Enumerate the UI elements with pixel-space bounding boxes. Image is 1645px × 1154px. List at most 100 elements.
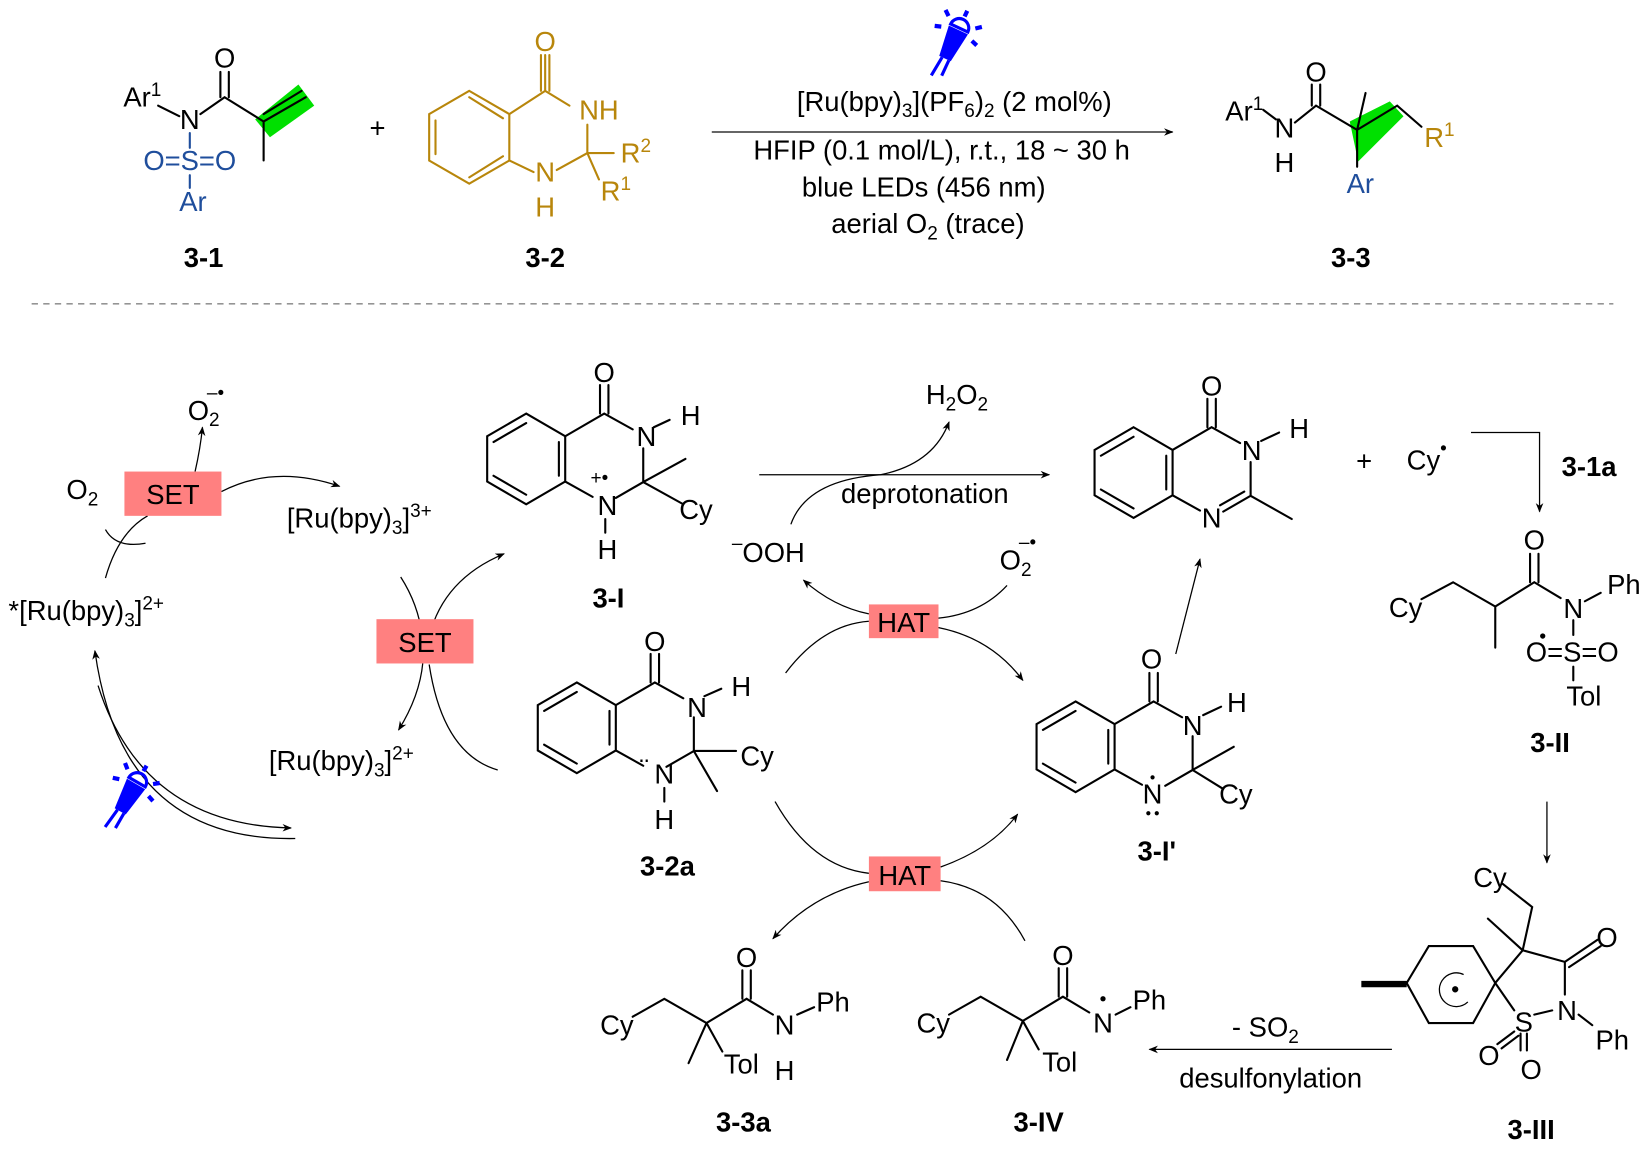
atom-nh: NH [579,94,619,125]
atom-tol: Tol [1042,1047,1077,1078]
atom-o: O [1524,525,1545,556]
atom-cy: Cy [916,1008,950,1039]
atom-ph: Ph [1133,984,1167,1015]
product-3-3a: Cy O N H Ph Tol 3-3a [600,942,850,1138]
atom-n: N [535,157,555,188]
atom-h: H [1289,413,1309,444]
atom-o: O [644,626,665,657]
atom-o: O [1201,371,1222,402]
hat-box [868,856,941,892]
solvent-text: HFIP (0.1 mol/L), r.t., 18 ~ 30 h [753,134,1130,165]
compound-3-3: Ar1 N H O Ar R1 3-3 [1225,56,1454,273]
atom-o: O [1478,1040,1499,1071]
atom-n: N [180,104,200,135]
atom-r1: R1 [601,174,631,207]
quinazolinone-byproduct: O N H N [1093,371,1309,533]
lone-pair-mark: ¨ [640,753,649,784]
atom-h: H [1274,147,1294,178]
atom-cy: Cy [1219,779,1253,810]
spiro-radical-3-III: Cy O N Ph S O O 3-III [1361,862,1629,1145]
reagent-label: 3-1a [1562,451,1618,482]
atom-o: O [1305,56,1326,87]
cyclohexyl-radical: Cy• [1407,439,1447,476]
oxidant-text: aerial O2 (trace) [831,208,1024,244]
compound-3-1: Ar1 N O O=S=O Ar 3-1 [123,43,315,273]
atom-h: H [654,804,674,835]
atom-o: O [1520,1054,1541,1085]
atom-n: N [1557,995,1577,1026]
radical-dot [1452,986,1459,993]
radical-delocalization-arc [1438,972,1469,1008]
compound-label: 3-IV [1014,1107,1065,1138]
atom-n: N [1242,435,1262,466]
superoxide: O2–• [188,383,224,431]
compound-label: 3-3a [716,1107,772,1138]
atom-ph: Ph [1607,569,1641,600]
alkyl-highlight [1349,101,1404,162]
atom-o: O [1141,644,1162,675]
compound-label: 3-II [1530,727,1570,758]
intermediate-3-I: O N H N +• H Cy 3-I [486,357,713,614]
atom-o: O [535,26,556,57]
atom-n-radical-cation: N [597,490,617,521]
atom-h: H [1227,687,1247,718]
plus-sign: + [1356,445,1372,476]
radical-3-I-prime: O N H N Cy 3-I' [1035,644,1253,867]
hydrogen-peroxide: H2O2 [926,379,988,415]
compound-label: 3-1 [184,242,224,273]
light-text: blue LEDs (456 nm) [802,171,1046,202]
so2-loss-label: - SO2 [1232,1012,1299,1048]
atom-n: N [775,1010,795,1041]
atom-n: N [654,759,674,790]
desulfonylation-label: desulfonylation [1179,1062,1362,1093]
deprotonation-label: deprotonation [841,478,1009,509]
atom-cy: Cy [1389,592,1423,623]
reaction-conditions: [Ru(bpy)3](PF6)2 (2 mol%) HFIP (0.1 mol/… [711,1,1174,245]
atom-ar1: Ar1 [1225,94,1263,127]
atom-ph: Ph [816,986,850,1017]
atom-tol: Tol [724,1049,759,1080]
atom-n: N [687,692,707,723]
atom-cy: Cy [740,741,774,772]
atom-o: O [214,43,235,74]
ru-excited: *[Ru(bpy)3]2+ [8,594,164,632]
ru-3plus: [Ru(bpy)3]3+ [287,501,432,539]
compound-label: 3-2a [640,850,696,881]
compound-3-2: O NH N H R2 R1 3-2 [428,26,651,273]
hat-label: HAT [878,860,931,891]
superoxide: O2–• [1000,533,1036,581]
hydroperoxide-anion: –OOH [732,534,805,569]
atom-ph: Ph [1596,1024,1630,1055]
atom-o: O [1052,940,1073,971]
atom-cy: Cy [679,494,713,525]
atom-s: S [1515,1006,1533,1037]
atom-o: O [594,357,615,388]
hat-steps: HAT HAT H2O2 deprotonation –OOH O2–• + C… [732,379,1617,1093]
set-label: SET [398,627,452,658]
atom-ar: Ar [1347,168,1374,199]
blue-led-icon [90,754,167,841]
atom-tol: Tol [1566,681,1601,712]
sulfonyl-group: O=S=O [1526,636,1619,667]
compound-label: 3-3 [1331,242,1371,273]
set-box [124,471,222,516]
hat-box [868,604,939,639]
photocatalytic-cycle: SET SET O2 O2–• [Ru(bpy)3]3+ *[Ru(bpy)3]… [8,383,505,841]
amidyl-radical-3-IV: Cy O N Ph Tol 3-IV [916,940,1166,1138]
blue-led-icon [915,1,988,88]
atom-ar1: Ar1 [123,80,161,113]
lone-pair-dot [1154,811,1159,816]
radical-dot [1100,996,1106,1002]
atom-h: H [775,1055,795,1086]
atom-h: H [681,400,701,431]
atom-n: N [1274,112,1294,143]
catalyst-text: [Ru(bpy)3](PF6)2 (2 mol%) [797,86,1112,122]
hat-label: HAT [877,607,930,638]
ru-2plus: [Ru(bpy)3]2+ [269,743,414,781]
atom-n: N [637,421,657,452]
atom-ar: Ar [179,186,206,217]
radical-dot [1150,775,1155,780]
atom-cy: Cy [1473,862,1507,893]
atom-h: H [731,671,751,702]
compound-label: 3-I [592,583,624,614]
